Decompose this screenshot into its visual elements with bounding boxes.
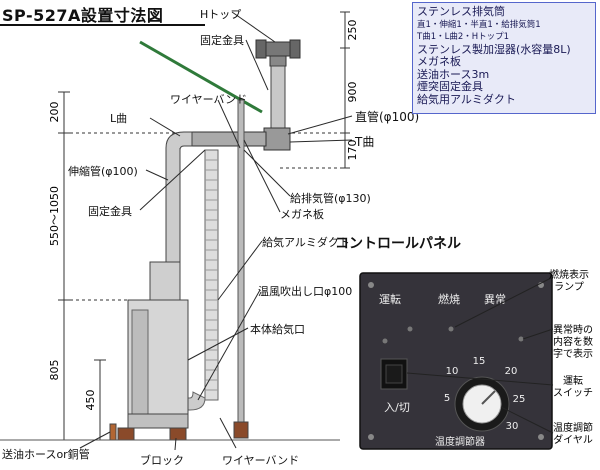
callout-switch-line1: 運転 [563, 375, 583, 387]
dim-900: 900 [346, 82, 359, 103]
control-panel-title: コントロールパネル [335, 236, 461, 252]
label-soyu: 送油ホースor銅管 [2, 448, 90, 461]
parts-list: ステンレス排気筒 直1・伸縮1・半直1・給排気筒1 T曲1・L曲2・Hトップ1 … [412, 2, 596, 114]
parts-item: 給気用アルミダクト [417, 92, 516, 106]
dim-450: 450 [84, 390, 97, 411]
exhaust-pipe [189, 131, 267, 147]
screw-icon [382, 338, 388, 344]
parts-item: 送油ホース3m [417, 67, 490, 81]
label-kotei-top: 固定金具 [200, 34, 244, 47]
label-h-top: Hトップ [200, 8, 242, 21]
wall-base [233, 421, 249, 439]
label-t-kyoku: T曲 [355, 135, 375, 149]
label-kyuhaiki: 給排気管(φ130) [290, 192, 371, 205]
parts-item: T曲1・L曲2・Hトップ1 [417, 32, 510, 42]
label-block: ブロック [140, 454, 184, 467]
label-honkyuki: 本体給気口 [250, 323, 305, 336]
screw-icon [518, 336, 524, 342]
dim-250: 250 [346, 20, 359, 41]
control-panel: 運転 燃焼 異常 入/切 5 10 15 20 25 30 温度調節器 燃焼表示… [359, 268, 593, 450]
label-chokkan: 直管(φ100) [355, 110, 420, 124]
screw-icon [368, 282, 374, 288]
tick-label: 15 [473, 356, 486, 367]
aluminum-duct [179, 149, 219, 411]
callout-ijo-line1: 異常時の [553, 323, 593, 336]
nensho-lamp [448, 326, 454, 332]
callout-ijo-line2: 内容を数 [553, 335, 593, 348]
screw-icon [538, 434, 544, 440]
panel-label-nensho: 燃焼 [438, 292, 460, 306]
callout-nensho-lamp-line2: ランプ [554, 281, 584, 293]
diagram-title: SP-527A設置寸法図 [2, 6, 164, 25]
tick-label: 25 [513, 394, 526, 405]
label-megane: メガネ板 [280, 208, 324, 221]
tick-label: 30 [506, 421, 519, 432]
panel-leaders [406, 276, 554, 434]
label-aluminum: 給気アルミダクト [262, 236, 350, 249]
power-switch-rocker[interactable] [385, 364, 403, 384]
telescopic-pipe [165, 131, 193, 263]
tick-label: 10 [446, 366, 459, 377]
heater-body [109, 261, 189, 441]
screw-icon [368, 434, 374, 440]
parts-item: ステンレス製加湿器(水容量8L) [417, 42, 571, 56]
callout-dial-line1: 温度調節 [553, 421, 593, 434]
label-wire-band-bottom: ワイヤーバンド [222, 454, 300, 467]
label-onpu: 温風吹出し口φ100 [258, 285, 353, 298]
callout-nensho-lamp-line1: 燃焼表示 [549, 268, 589, 281]
label-shinshuku: 伸縮管(φ100) [68, 165, 138, 178]
unten-lamp [407, 326, 413, 332]
tick-label: 20 [505, 366, 518, 377]
callout-ijo-line3: 字で表示 [553, 347, 593, 360]
dim-550-1050: 550〜1050 [48, 186, 61, 246]
parts-item: 直1・伸縮1・半直1・給排気筒1 [417, 19, 541, 30]
switch-label: 入/切 [384, 401, 410, 414]
parts-item: 煙突固定金具 [417, 80, 483, 93]
callout-switch-line2: スイッチ [553, 387, 593, 399]
title-underline [0, 24, 205, 26]
label-l-kyoku: L曲 [110, 112, 128, 125]
dimension-lines [58, 11, 350, 441]
parts-item: メガネ板 [417, 55, 461, 68]
label-wire-band-top: ワイヤーバンド [170, 93, 248, 106]
wall [237, 99, 245, 431]
dim-805: 805 [48, 360, 61, 381]
tick-label: 5 [444, 393, 450, 404]
parts-item: ステンレス排気筒 [417, 5, 505, 18]
dial-scale: 5 10 15 20 25 30 [444, 356, 526, 432]
dim-170: 170 [346, 140, 359, 161]
leader-lines [79, 11, 353, 451]
callout-dial-line2: ダイヤル [553, 433, 593, 446]
t-elbow [263, 127, 291, 151]
label-kotei-left: 固定金具 [88, 205, 132, 218]
h-top [255, 39, 301, 67]
panel-label-ijo: 異常 [484, 293, 506, 306]
panel-label-unten: 運転 [379, 293, 401, 306]
dim-200: 200 [48, 102, 61, 123]
dial-pointer [481, 390, 496, 405]
dial-label: 温度調節器 [435, 435, 485, 448]
